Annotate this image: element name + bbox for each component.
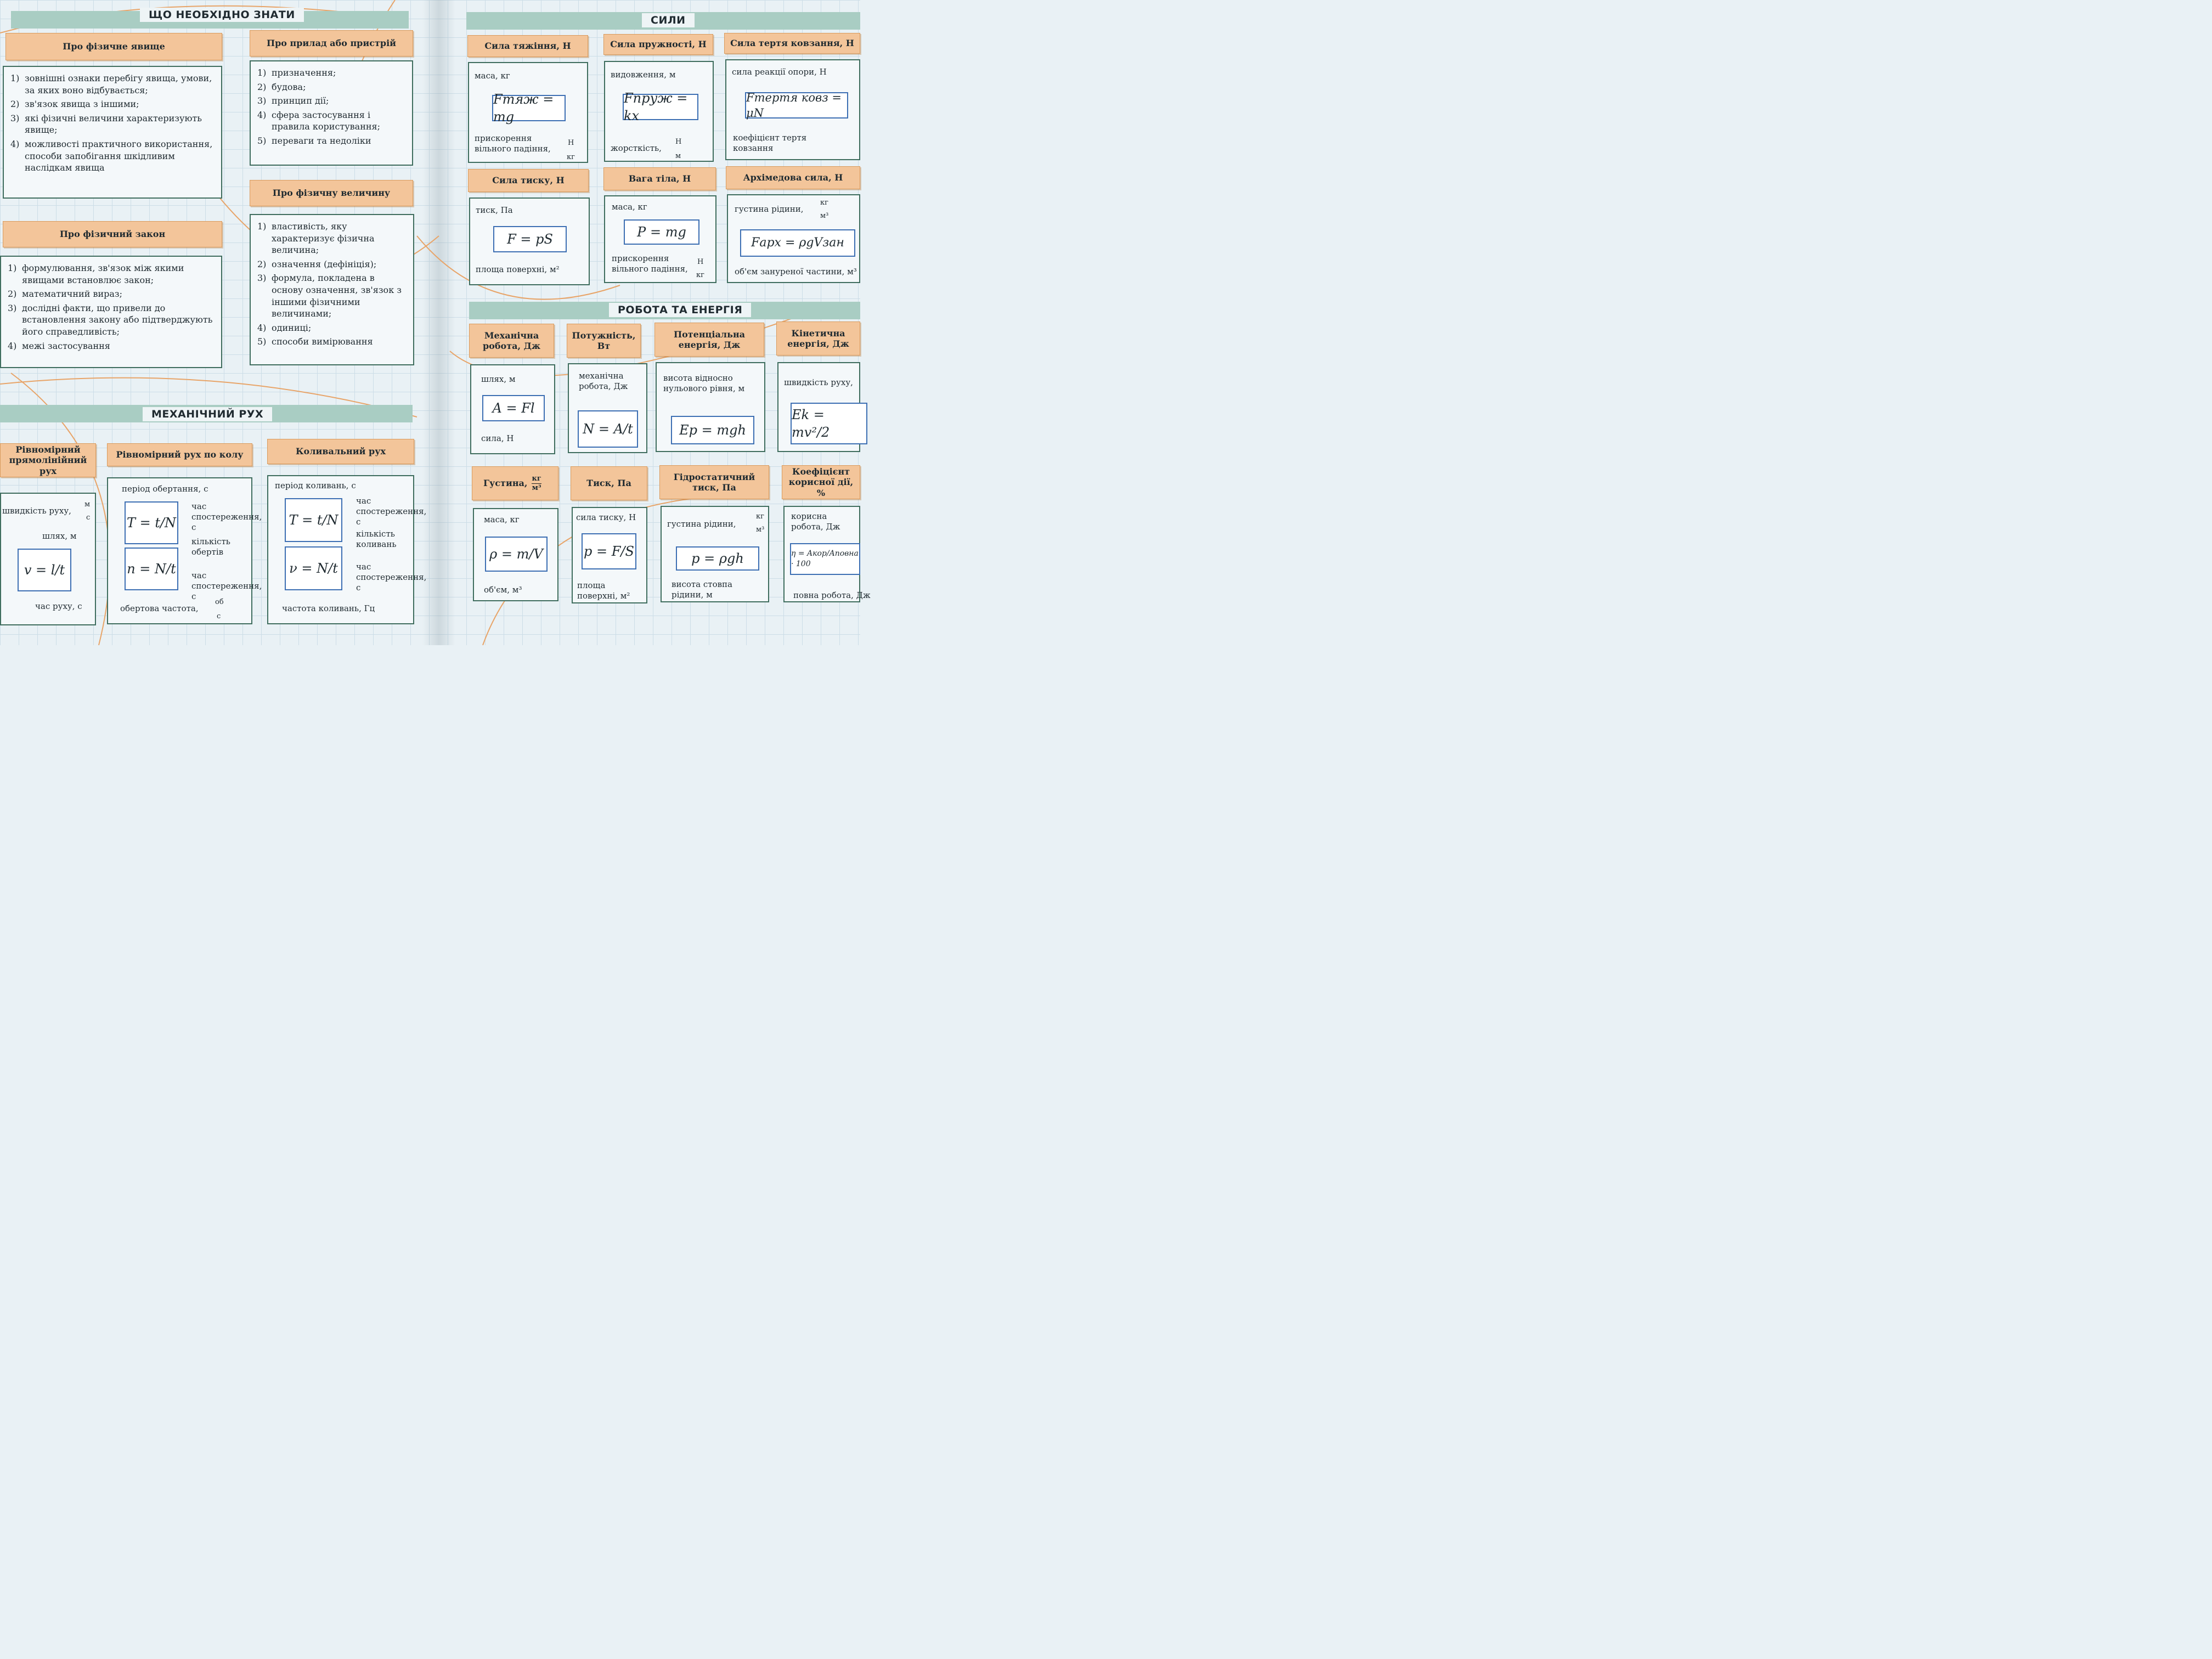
card-hydro-pressure: густина рідини, кг м³ p = ρgh висота сто… [661,506,769,602]
card-potential: висота відносно нульового рівня, м Ep = … [656,362,765,452]
label-friction: Сила тертя ковзання, Н [724,33,860,54]
card-elastic: видовження, м Fпруж = kx жорсткість, Н м [604,61,714,162]
list-about-law: 1)формулювання, зв'язок між якими явищам… [0,256,222,368]
list-item: 4)сфера застосування і правила користува… [257,109,381,132]
list-item: 5)переваги та недоліки [257,135,371,146]
formula-rotation-frequency: n = N/t [125,548,178,590]
formula-gravity: Fтяж = mg [492,92,566,125]
card-work: шлях, м A = Fl сила, Н [470,364,555,454]
card-pressure: сила тиску, Н p = F/S площа поверхні, м² [572,507,647,603]
list-item: 3)формула, покладена в основу означення,… [257,273,402,319]
list-item: 4)одиниці; [257,322,312,333]
list-item: 2)математичний вираз; [8,289,123,300]
list-item: 2)зв'язок явища з іншими; [10,99,139,110]
card-uniform-motion: швидкість руху, м с шлях, м v = l/t час … [0,493,96,625]
formula-friction: Fтертя ковз = μN [745,91,848,120]
formula-weight: P = mg [624,219,699,245]
card-efficiency: корисна робота, Дж η = Aкор/Aповна · 100… [783,506,871,602]
card-kinetic: швидкість руху, Ek = mv²/2 [777,362,867,452]
formula-kinetic: Ek = mv²/2 [791,403,867,444]
formula-speed: v = l/t [18,549,71,591]
section-title: МЕХАНІЧНИЙ РУХ [143,407,273,421]
label-gravity: Сила тяжіння, Н [467,35,588,57]
label-efficiency: Коефіцієнт корисної дії, % [782,465,860,499]
section-header-mech-motion: МЕХАНІЧНИЙ РУХ [0,405,413,422]
label-archimedes: Архімедова сила, Н [726,166,860,189]
list-item: 1)зовнішні ознаки перебігу явища, умови,… [10,73,212,95]
formula-elastic: Fпруж = kx [623,91,698,123]
section-title: РОБОТА ТА ЕНЕРГІЯ [609,303,752,317]
card-oscillation: період коливань, с T = t/N час спостереж… [267,475,426,624]
section-title: СИЛИ [642,13,695,27]
formula-archimedes: Fарх = ρgVзан [740,229,855,257]
card-friction: сила реакції опори, Н Fтертя ковз = μN к… [725,59,860,160]
label-about-device: Про прилад або пристрій [250,30,413,57]
card-gravity: маса, кг Fтяж = mg прискорення вільного … [468,62,588,163]
formula-potential: Ep = mgh [671,416,754,444]
list-item: 1)формулювання, зв'язок між якими явищам… [8,263,184,285]
formula-period-oscillation: T = t/N [285,498,342,542]
formula-period-rotation: T = t/N [125,501,178,544]
label-weight: Вага тіла, Н [603,167,716,190]
label-circular-motion: Рівномірний рух по колу [107,443,252,466]
card-power: механічна робота, Дж N = A/t [568,363,647,453]
card-circular-motion: період обертання, с T = t/N час спостере… [107,477,262,624]
list-item: 4)межі застосування [8,340,110,351]
formula-work: A = Fl [482,395,545,421]
label-pressure: Тиск, Па [571,466,647,500]
list-item: 2)будова; [257,81,306,92]
card-pressure-force: тиск, Па F = pS площа поверхні, м² [469,198,590,285]
formula-pressure: p = F/S [582,533,636,569]
list-item: 3)принцип дії; [257,95,329,106]
label-about-law: Про фізичний закон [3,221,222,247]
label-work: Механічна робота, Дж [469,324,554,358]
list-item: 5)способи вимірювання [257,336,373,347]
formula-oscillation-frequency: ν = N/t [285,546,342,590]
label-density: Густина, кг м³ [472,466,558,500]
section-header-forces: СИЛИ [466,12,860,30]
label-power: Потужність, Вт [567,324,641,358]
list-item: 1)властивість, яку характеризує фізична … [257,221,375,256]
label-about-phenomenon: Про фізичне явище [5,33,222,60]
label-hydro-pressure: Гідростатичний тиск, Па [659,465,769,499]
list-about-device: 1)призначення; 2)будова; 3)принцип дії; … [250,60,413,166]
list-item: 3)які фізичні величини характеризують яв… [10,112,202,136]
section-header-work-energy: РОБОТА ТА ЕНЕРГІЯ [469,302,860,319]
card-archimedes: густина рідини, кг м³ Fарх = ρgVзан об'є… [727,194,860,283]
list-item: 2)означення (дефініція); [257,258,377,269]
card-weight: маса, кг P = mg прискорення вільного пад… [604,195,716,283]
label-kinetic: Кінетична енергія, Дж [776,321,860,356]
label-about-quantity: Про фізичну величину [250,180,413,206]
list-item: 4)можливості практичного використання, с… [10,138,213,173]
formula-power: N = A/t [578,410,638,448]
section-title: ЩО НЕОБХІДНО ЗНАТИ [140,8,304,22]
label-pressure-force: Сила тиску, Н [468,169,589,192]
section-header-what-to-know: ЩО НЕОБХІДНО ЗНАТИ [11,8,409,29]
list-about-quantity: 1)властивість, яку характеризує фізична … [250,214,414,365]
book-spine [422,0,455,645]
formula-efficiency: η = Aкор/Aповна · 100 [790,543,860,575]
label-oscillation: Коливальний рух [267,439,414,464]
formula-hydro-pressure: p = ρgh [676,546,759,571]
card-density: маса, кг ρ = m/V об'єм, м³ [473,508,558,601]
formula-pressure-force: F = pS [493,226,567,252]
label-elastic: Сила пружності, Н [603,34,713,55]
list-item: 3)дослідні факти, що привели до встановл… [8,302,213,337]
label-uniform-motion: Рівномірний прямолінійний рух [0,443,96,477]
list-item: 1)призначення; [257,67,336,78]
list-about-phenomenon: 1)зовнішні ознаки перебігу явища, умови,… [3,66,222,199]
label-potential: Потенціальна енергія, Дж [654,323,764,357]
formula-density: ρ = m/V [485,537,548,572]
